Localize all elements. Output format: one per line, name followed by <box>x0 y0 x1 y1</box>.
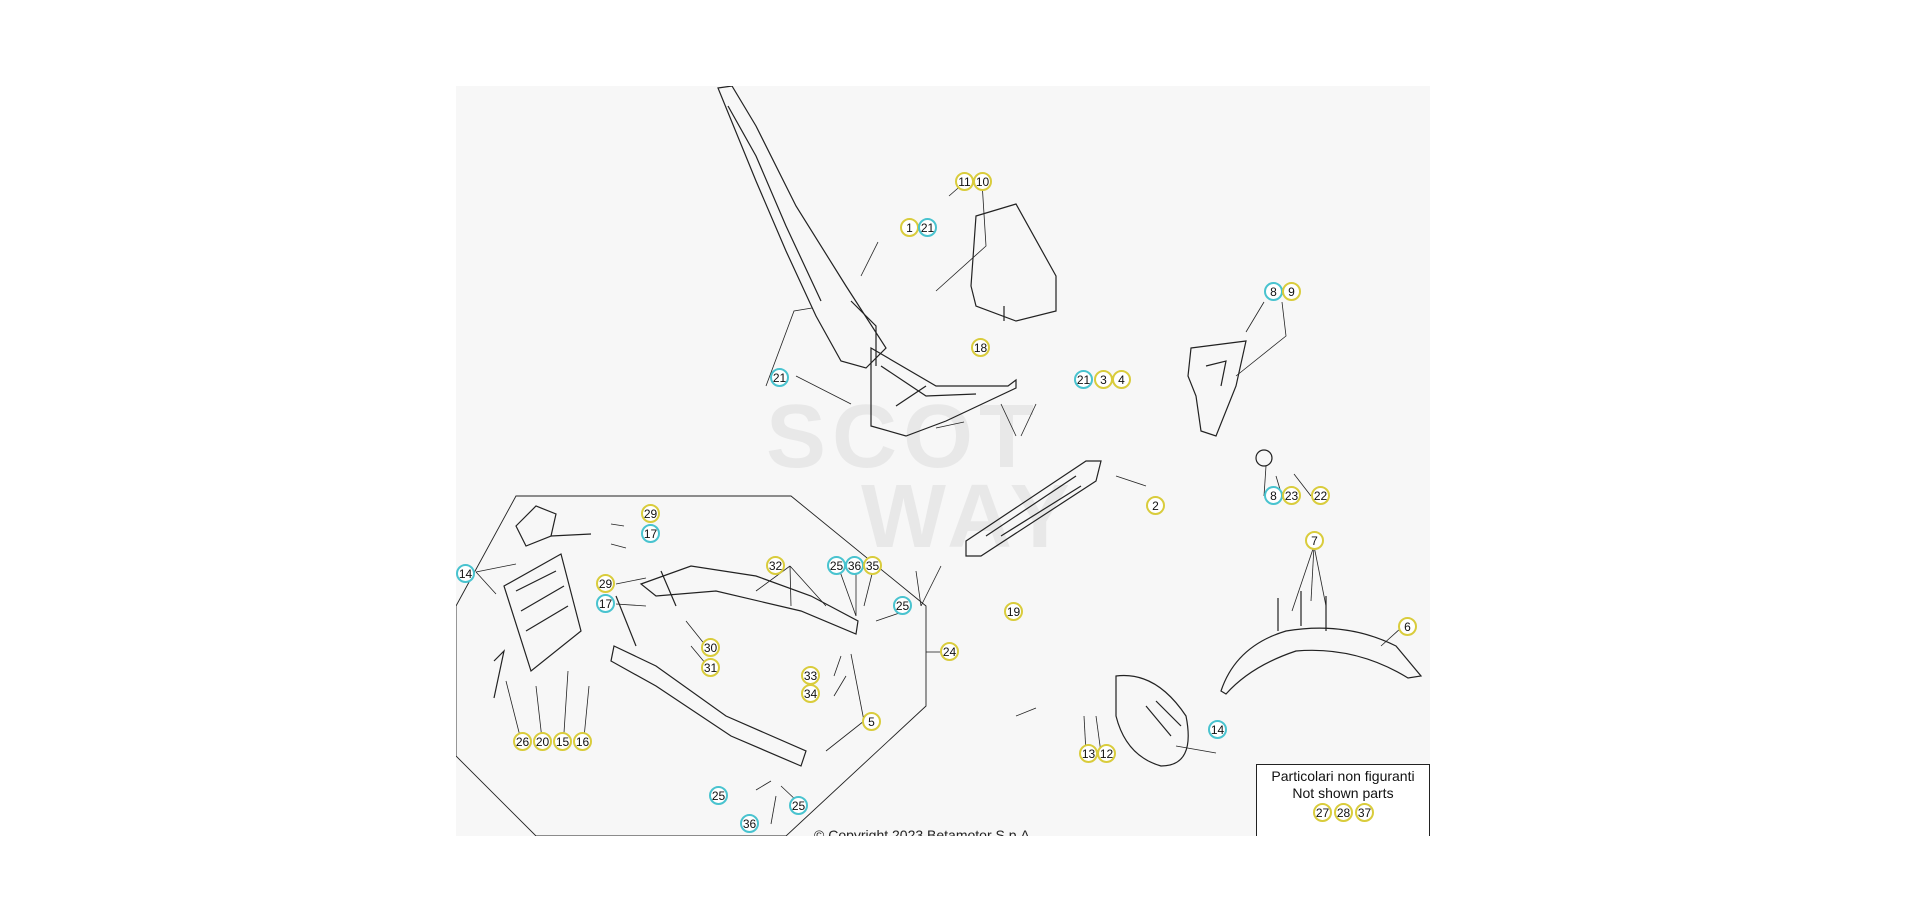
license-plate <box>493 553 582 699</box>
callout: 21 <box>770 368 789 387</box>
exploded-parts-diagram: SCOT WAY <box>456 86 1430 836</box>
callout: 14 <box>456 564 475 583</box>
callout: 25 <box>709 786 728 805</box>
callout: 8 <box>1264 486 1283 505</box>
callout: 2 <box>1146 496 1165 515</box>
callout: 29 <box>596 574 615 593</box>
callout: 3 <box>1094 370 1113 389</box>
callout: 25 <box>789 796 808 815</box>
plate-holder-group-outline <box>456 495 927 836</box>
not-shown-parts-legend: Particolari non figuranti Not shown part… <box>1256 764 1430 836</box>
callout: 7 <box>1305 531 1324 550</box>
callout: 15 <box>553 732 572 751</box>
legend-code: 28 <box>1334 803 1353 822</box>
callout: 34 <box>801 684 820 703</box>
copyright-notice: © Copyright 2023 Betamotor S.p.A. <box>814 827 1034 836</box>
callout: 20 <box>533 732 552 751</box>
callout: 14 <box>1208 720 1227 739</box>
callout: 19 <box>1004 602 1023 621</box>
callout: 6 <box>1398 617 1417 636</box>
callout: 23 <box>1282 486 1301 505</box>
callout: 35 <box>863 556 882 575</box>
subframe-rails <box>610 565 859 767</box>
legend-code: 27 <box>1313 803 1332 822</box>
callout: 17 <box>596 594 615 613</box>
callout: 24 <box>940 642 959 661</box>
callout: 22 <box>1311 486 1330 505</box>
callout: 10 <box>973 172 992 191</box>
callout: 8 <box>1264 282 1283 301</box>
rear-fender <box>717 86 1017 437</box>
callout: 5 <box>862 712 881 731</box>
callout: 16 <box>573 732 592 751</box>
callout: 36 <box>740 814 759 833</box>
callout: 9 <box>1282 282 1301 301</box>
legend-code: 37 <box>1355 803 1374 822</box>
callout: 26 <box>513 732 532 751</box>
leader-lines <box>475 181 1402 825</box>
callout: 1 <box>900 218 919 237</box>
callout: 12 <box>1097 744 1116 763</box>
callout: 17 <box>641 524 660 543</box>
callout: 25 <box>893 596 912 615</box>
callout: 21 <box>918 218 937 237</box>
tail-light <box>1187 340 1273 467</box>
callout: 31 <box>701 658 720 677</box>
legend-codes: 27 28 37 <box>1257 803 1429 825</box>
grab-handle <box>965 460 1102 557</box>
callout: 33 <box>801 666 820 685</box>
legend-title-italian: Particolari non figuranti <box>1271 768 1415 784</box>
callout: 36 <box>845 556 864 575</box>
plate-lamp <box>515 505 592 547</box>
callout: 18 <box>971 338 990 357</box>
disc-guard <box>1115 674 1189 767</box>
watermark-line2: WAY <box>861 467 1076 567</box>
parts-drawing <box>456 86 1423 836</box>
callout: 29 <box>641 504 660 523</box>
side-cover <box>970 203 1057 322</box>
callout: 25 <box>827 556 846 575</box>
callout: 11 <box>955 172 974 191</box>
callout: 30 <box>701 638 720 657</box>
callout: 21 <box>1074 370 1093 389</box>
callout: 13 <box>1079 744 1098 763</box>
legend-title-english: Not shown parts <box>1292 785 1394 801</box>
front-fender <box>1220 591 1423 695</box>
callout: 32 <box>766 556 785 575</box>
callout: 4 <box>1112 370 1131 389</box>
